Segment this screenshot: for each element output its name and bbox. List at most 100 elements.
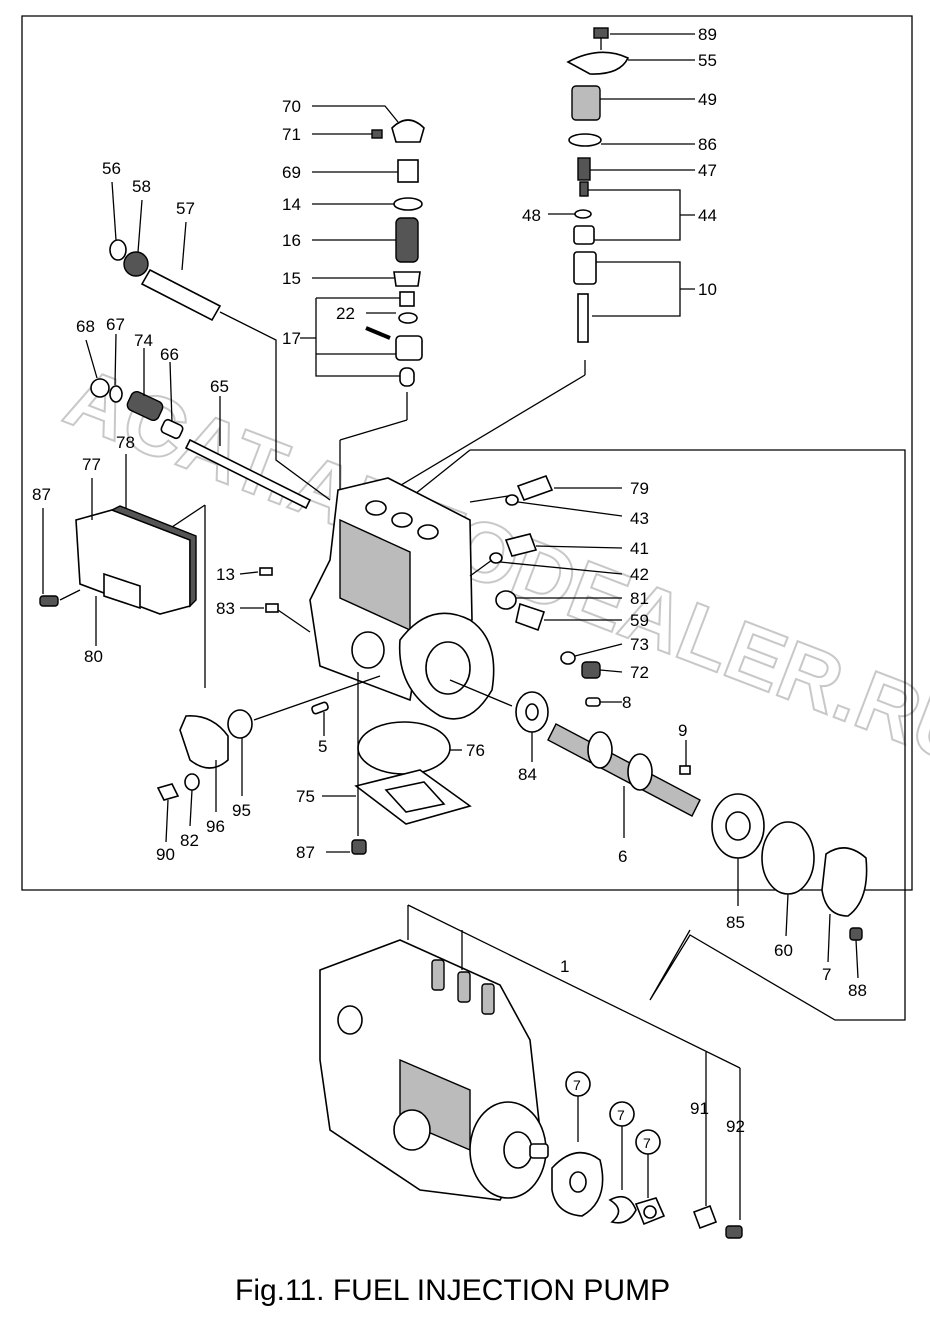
oring-43-part — [505, 494, 519, 506]
window-80-part — [103, 572, 141, 610]
cover-7-part — [821, 847, 868, 917]
label-55: 55 — [698, 51, 717, 70]
label-6: 6 — [618, 847, 627, 866]
label-73: 73 — [630, 635, 649, 654]
fitting-41-part — [504, 533, 538, 557]
key-8-part — [585, 697, 601, 707]
label-14: 14 — [282, 195, 301, 214]
label-15: 15 — [282, 269, 301, 288]
plate-96-part — [179, 715, 229, 769]
figure-caption: Fig.11. FUEL INJECTION PUMP — [235, 1274, 670, 1307]
label-7-circle-a: 7 — [573, 1077, 581, 1093]
seat-44-part — [573, 225, 595, 245]
washer-67-part — [109, 385, 123, 403]
tube-57-part — [140, 268, 222, 322]
spring-16-part — [395, 217, 419, 263]
lockwasher-7-part — [608, 1195, 637, 1224]
label-79: 79 — [630, 479, 649, 498]
inner-frame — [159, 449, 906, 1021]
label-87-left: 87 — [32, 485, 51, 504]
spring-47-part — [577, 157, 591, 181]
right-fittings-group: 79 43 41 42 81 59 73 72 8 — [469, 474, 649, 712]
ref-circle-7-a — [565, 1071, 591, 1097]
label-58: 58 — [132, 177, 151, 196]
label-43: 43 — [630, 509, 649, 528]
label-41: 41 — [630, 539, 649, 558]
oring-68-part — [90, 378, 110, 398]
label-74: 74 — [134, 331, 153, 350]
collar-66-part — [160, 418, 184, 440]
camshaft-group: 9 84 6 85 60 7 88 — [449, 679, 868, 1000]
label-82: 82 — [180, 831, 199, 850]
pump-housing-group: 13 83 — [216, 477, 495, 720]
label-42: 42 — [630, 565, 649, 584]
callout-frame — [21, 15, 913, 891]
gasket-60-part — [761, 821, 815, 895]
ref-circle-7-c — [635, 1129, 661, 1155]
label-44: 44 — [698, 206, 717, 225]
label-89: 89 — [698, 25, 717, 44]
label-87-bottom: 87 — [296, 843, 315, 862]
label-47: 47 — [698, 161, 717, 180]
oring-42-part — [489, 552, 503, 564]
label-49: 49 — [698, 90, 717, 109]
plug-72-part — [581, 661, 601, 679]
clamp-70-part — [391, 119, 425, 143]
label-80: 80 — [84, 647, 103, 666]
seat-15-part — [393, 271, 421, 287]
washer-81-part — [495, 590, 517, 610]
fitting-79-part — [516, 474, 554, 502]
label-71: 71 — [282, 125, 301, 144]
seat-14-part — [393, 197, 423, 211]
label-16: 16 — [282, 231, 301, 250]
label-69: 69 — [282, 163, 301, 182]
screw-71-part — [371, 129, 383, 139]
label-83: 83 — [216, 599, 235, 618]
label-70: 70 — [282, 97, 301, 116]
label-85: 85 — [726, 913, 745, 932]
sleeve-69-part — [397, 159, 419, 183]
label-57: 57 — [176, 199, 195, 218]
bolt-87-bottom-part — [351, 839, 367, 855]
label-56: 56 — [102, 159, 121, 178]
bolt-88-part — [849, 927, 863, 941]
label-13: 13 — [216, 565, 235, 584]
label-17: 17 — [282, 329, 301, 348]
pin-83-part — [265, 603, 279, 613]
control-rack-group: 56 58 57 68 67 74 66 65 — [76, 159, 331, 510]
label-75: 75 — [296, 787, 315, 806]
pin-13-part — [259, 567, 273, 576]
label-65: 65 — [210, 377, 229, 396]
key-9-part — [679, 765, 691, 775]
holder-49-part — [571, 85, 601, 121]
seal-95-part — [227, 709, 253, 739]
label-92: 92 — [726, 1117, 745, 1136]
roller-17-part — [399, 367, 415, 387]
label-60: 60 — [774, 941, 793, 960]
label-84: 84 — [518, 765, 537, 784]
oring-76-part — [357, 721, 451, 775]
label-86: 86 — [698, 135, 717, 154]
oring-86-part — [568, 133, 602, 147]
label-88: 88 — [848, 981, 867, 1000]
label-91: 91 — [690, 1099, 709, 1118]
stud-5-part — [311, 701, 329, 715]
label-81: 81 — [630, 589, 649, 608]
label-8: 8 — [622, 693, 631, 712]
rack-65-part — [184, 438, 312, 510]
gear-58-part — [123, 251, 149, 277]
gasket-78-part — [110, 505, 197, 608]
control-spring-group: 70 71 69 14 16 15 22 17 — [282, 97, 425, 520]
delivery-valve-group: 89 55 49 86 47 44 48 10 — [375, 25, 717, 501]
oring-73-part — [560, 651, 576, 665]
spring-74-part — [126, 391, 164, 421]
nut-90-part — [156, 783, 180, 801]
label-1: 1 — [560, 957, 569, 976]
label-48: 48 — [522, 206, 541, 225]
label-22: 22 — [336, 304, 355, 323]
plate-55-part — [566, 51, 630, 75]
side-cover-group: 78 77 87 80 — [32, 433, 197, 666]
label-5: 5 — [318, 737, 327, 756]
bolt-92-part — [725, 1225, 743, 1239]
